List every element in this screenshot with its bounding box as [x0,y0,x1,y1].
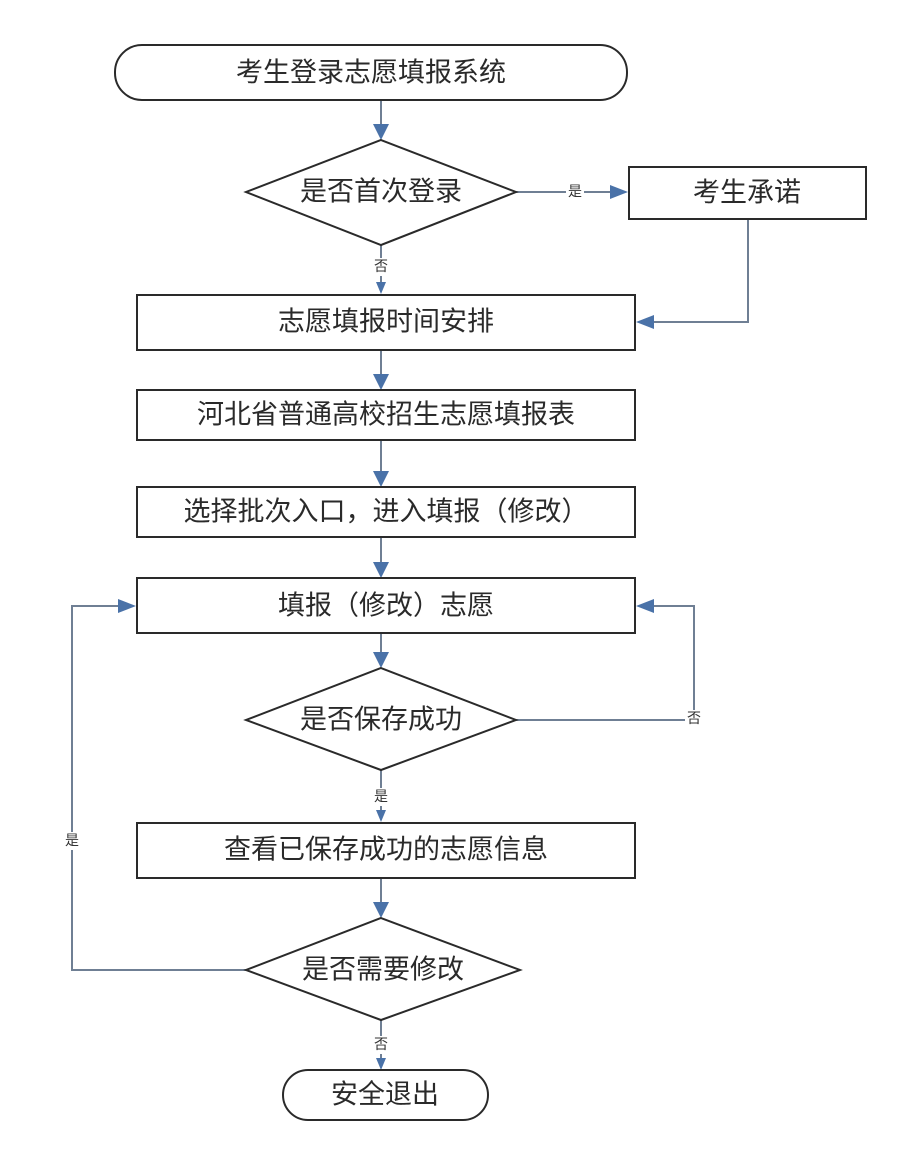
node-fill-label: 填报（修改）志愿 [278,591,494,622]
arrowhead [373,652,389,668]
arrowhead [376,282,386,294]
node-exit: 安全退出 [282,1069,489,1121]
node-schedule-label: 志愿填报时间安排 [278,307,494,338]
arrowhead [376,1058,386,1070]
node-promise: 考生承诺 [628,166,867,220]
node-schedule: 志愿填报时间安排 [136,294,636,351]
node-promise-label: 考生承诺 [693,178,801,209]
node-view-label: 查看已保存成功的志愿信息 [224,835,548,866]
edge-save-no [516,605,695,721]
label-first-login-yes: 是 [568,184,582,200]
node-save-ok: 是否保存成功 [243,666,519,772]
arrowhead [118,599,136,613]
node-exit-label: 安全退出 [331,1080,439,1111]
label-modify-no: 否 [374,1037,388,1053]
node-fill: 填报（修改）志愿 [136,577,636,634]
node-first-login-label: 是否首次登录 [300,177,462,208]
arrowhead [373,471,389,487]
node-start: 考生登录志愿填报系统 [114,44,628,101]
edge-promise-to-schedule [652,218,749,323]
node-choose-batch: 选择批次入口，进入填报（修改） [136,486,636,538]
edge-modify-yes [71,605,246,971]
label-modify-yes: 是 [65,833,79,849]
edge-labels: 是 否 否 是 是 否 [63,183,703,1054]
arrowhead [376,810,386,822]
node-choose-batch-label: 选择批次入口，进入填报（修改） [184,497,589,528]
arrowhead [610,185,628,199]
arrowhead [373,374,389,390]
node-form-label: 河北省普通高校招生志愿填报表 [197,400,575,431]
arrowhead [373,124,389,140]
node-view: 查看已保存成功的志愿信息 [136,822,636,879]
arrowhead [636,315,654,329]
label-save-no: 否 [687,711,701,727]
node-first-login: 是否首次登录 [243,138,519,247]
node-start-label: 考生登录志愿填报系统 [236,58,506,89]
arrowhead [373,562,389,578]
node-form: 河北省普通高校招生志愿填报表 [136,389,636,441]
node-need-modify-label: 是否需要修改 [302,955,464,986]
node-save-ok-label: 是否保存成功 [300,705,462,736]
node-need-modify: 是否需要修改 [243,916,523,1022]
label-first-login-no: 否 [374,259,388,275]
label-save-yes: 是 [374,789,388,805]
arrowhead [373,902,389,918]
arrowhead [636,599,654,613]
